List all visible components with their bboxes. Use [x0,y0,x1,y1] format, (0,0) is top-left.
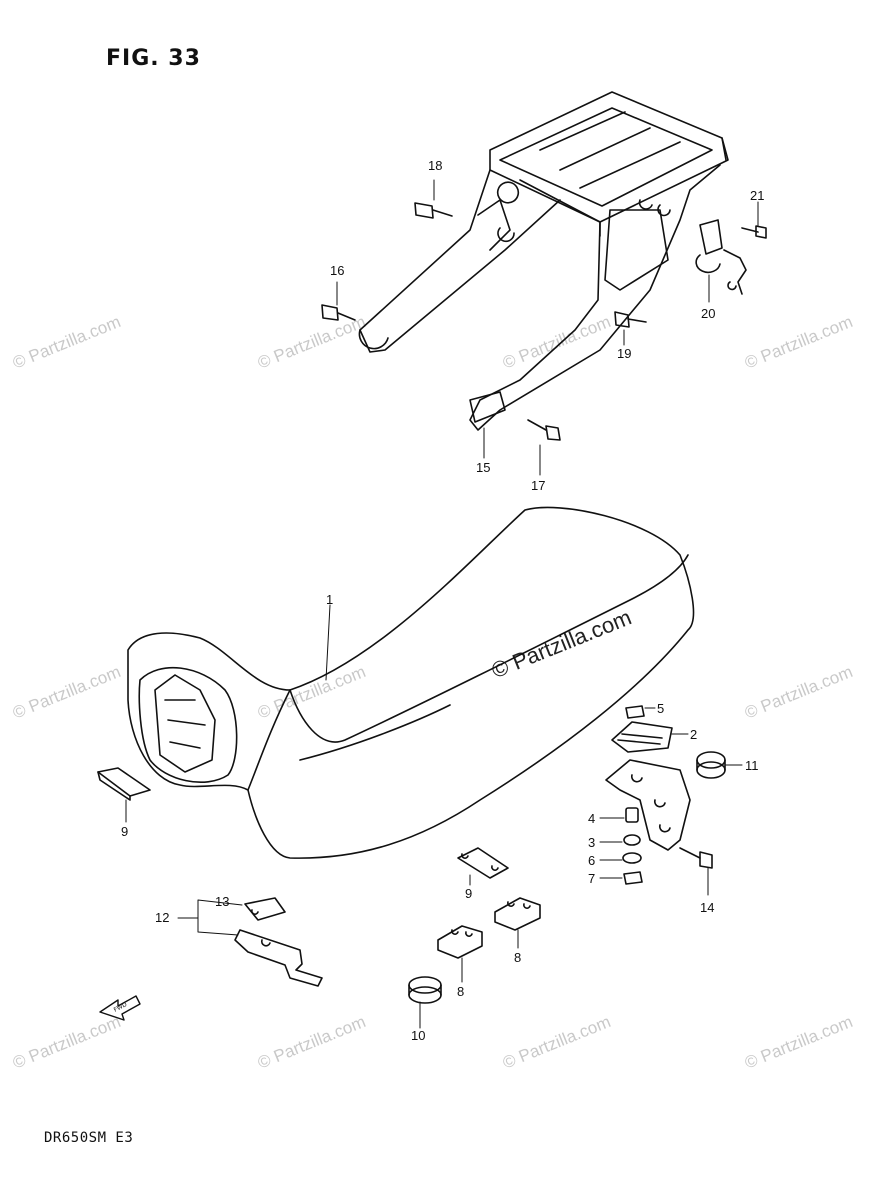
plate-13 [244,897,286,921]
callout-21: 21 [750,188,764,203]
leader-lines [125,179,759,1029]
callout-7: 7 [588,871,595,886]
nut-7 [623,871,643,885]
cushion-9-left [97,767,151,801]
grommet-11 [696,751,726,779]
cushion-9-center [457,847,509,879]
damper-8-left [437,925,483,959]
callout-1: 1 [326,592,333,607]
callout-9-center: 9 [465,886,472,901]
callout-13: 13 [215,894,229,909]
washer-6 [622,852,642,864]
bolt-19 [614,311,647,328]
fwd-arrow-icon: FWD [99,995,141,1021]
bolt-16 [321,304,356,321]
callout-16: 16 [330,263,344,278]
callout-2: 2 [690,727,697,742]
callout-4: 4 [588,811,595,826]
seat-bracket [605,759,691,851]
callout-11: 11 [745,758,759,773]
callout-20: 20 [701,306,715,321]
callout-8-left: 8 [457,984,464,999]
bolt-17 [527,419,561,441]
figure-title: FIG. 33 [106,46,201,71]
model-label: DR650SM E3 [44,1130,134,1146]
callout-19: 19 [617,346,631,361]
plate-2 [611,721,673,753]
bolt-14 [679,847,713,869]
callout-8-right: 8 [514,950,521,965]
seat-hook-12 [234,929,323,987]
callout-15: 15 [476,460,490,475]
callout-17: 17 [531,478,545,493]
seat-lock-20 [695,219,747,295]
grommet-10 [408,976,442,1004]
nut-5 [625,705,645,719]
callout-labels: 18 16 19 17 15 20 21 1 5 2 11 4 3 6 7 14… [121,158,764,1043]
callout-18: 18 [428,158,442,173]
callout-12: 12 [155,910,169,925]
seat [127,506,695,859]
callout-3: 3 [588,835,595,850]
callout-9-left: 9 [121,824,128,839]
damper-8-right [494,897,541,931]
collar-4 [625,807,639,823]
rear-carrier [358,91,729,431]
washer-3 [623,834,641,846]
bolt-21 [741,225,767,239]
callout-14: 14 [700,900,714,915]
callout-5: 5 [657,701,664,716]
callout-6: 6 [588,853,595,868]
bolt-18 [414,202,453,219]
callout-10: 10 [411,1028,425,1043]
